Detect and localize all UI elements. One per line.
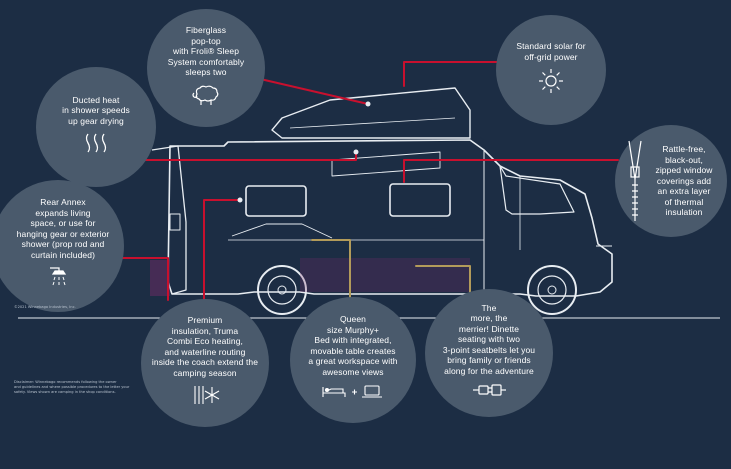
- callout-windows-text: Rattle-free, black-out, zipped window co…: [655, 144, 713, 218]
- leader-popup: [255, 77, 369, 105]
- leader-murphy: [311, 239, 351, 319]
- leader-windows: [403, 159, 619, 183]
- callout-dinette-text: The more, the merrier! Dinette seating w…: [442, 302, 536, 376]
- sun-icon: [538, 68, 564, 99]
- sheep-icon: [191, 84, 221, 111]
- front-wheel: [527, 265, 577, 315]
- callout-popup-text: Fiberglass pop-top with Froli® Sleep Sys…: [167, 25, 245, 78]
- snowflake-icon: [190, 384, 220, 411]
- callout-insulation: Premium insulation, Truma Combi Eco heat…: [141, 299, 269, 427]
- callout-annex: Rear Annex expands living space, or use …: [0, 180, 124, 312]
- callout-dinette: The more, the merrier! Dinette seating w…: [425, 289, 553, 417]
- leader-popup-dot: [365, 101, 371, 107]
- leader-heat: [129, 151, 357, 161]
- callout-popup: Fiberglass pop-top with Froli® Sleep Sys…: [147, 9, 265, 127]
- callout-solar: Standard solar for off-grid power: [496, 15, 606, 125]
- copyright-text: ©2021 Winnebago Industries, Inc.: [14, 305, 76, 309]
- callout-heat: Ducted heat in shower speeds up gear dry…: [36, 67, 156, 187]
- leader-insulation-dot: [237, 197, 243, 203]
- shower-icon: [47, 266, 69, 295]
- bed-laptop-icon: [321, 383, 385, 406]
- seatbelt-icon: [471, 382, 507, 403]
- callout-windows: Rattle-free, black-out, zipped window co…: [615, 125, 727, 237]
- annex-shading: [150, 260, 170, 296]
- rear-wheel: [257, 265, 307, 315]
- callout-insulation-text: Premium insulation, Truma Combi Eco heat…: [151, 315, 259, 378]
- leader-insulation: [203, 199, 241, 321]
- disclaimer-text: Disclaimer: Winnebago recommends followi…: [14, 380, 130, 394]
- heat-waves-icon: [83, 132, 109, 159]
- van-body: [151, 87, 613, 297]
- callout-solar-text: Standard solar for off-grid power: [516, 41, 586, 62]
- leader-heat-dot: [353, 149, 359, 155]
- interior-shading: [300, 258, 470, 292]
- callout-heat-text: Ducted heat in shower speeds up gear dry…: [62, 94, 130, 126]
- callout-murphy-text: Queen size Murphy+ Bed with integrated, …: [308, 314, 398, 377]
- leader-annex: [115, 257, 169, 301]
- zipper-icon: [621, 139, 647, 228]
- callout-murphy: Queen size Murphy+ Bed with integrated, …: [290, 297, 416, 423]
- callout-annex-text: Rear Annex expands living space, or use …: [16, 197, 110, 260]
- leader-solar: [403, 61, 501, 87]
